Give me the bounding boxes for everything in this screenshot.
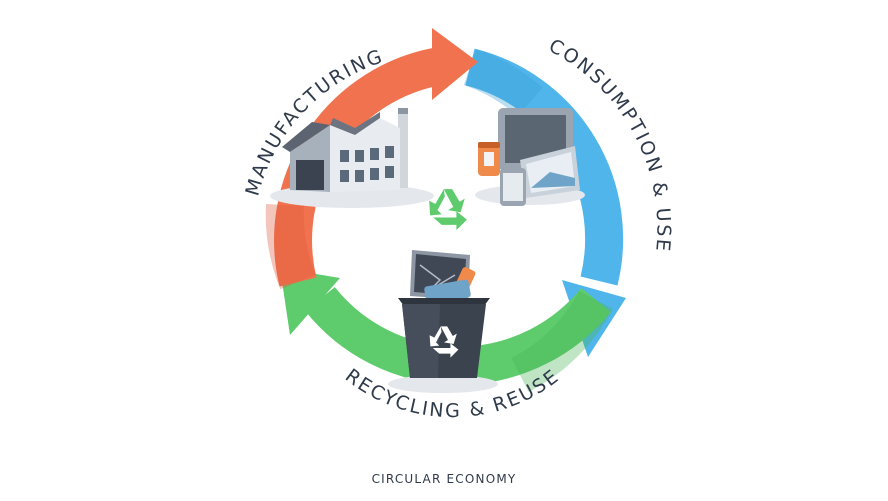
cycle-arrows: [265, 28, 626, 392]
factory-icon: [270, 108, 434, 208]
devices-icon: [475, 108, 585, 206]
recycle-bin-icon: [388, 250, 498, 393]
recycle-symbol-icon: [429, 189, 467, 231]
diagram-caption: CIRCULAR ECONOMY: [371, 472, 517, 486]
